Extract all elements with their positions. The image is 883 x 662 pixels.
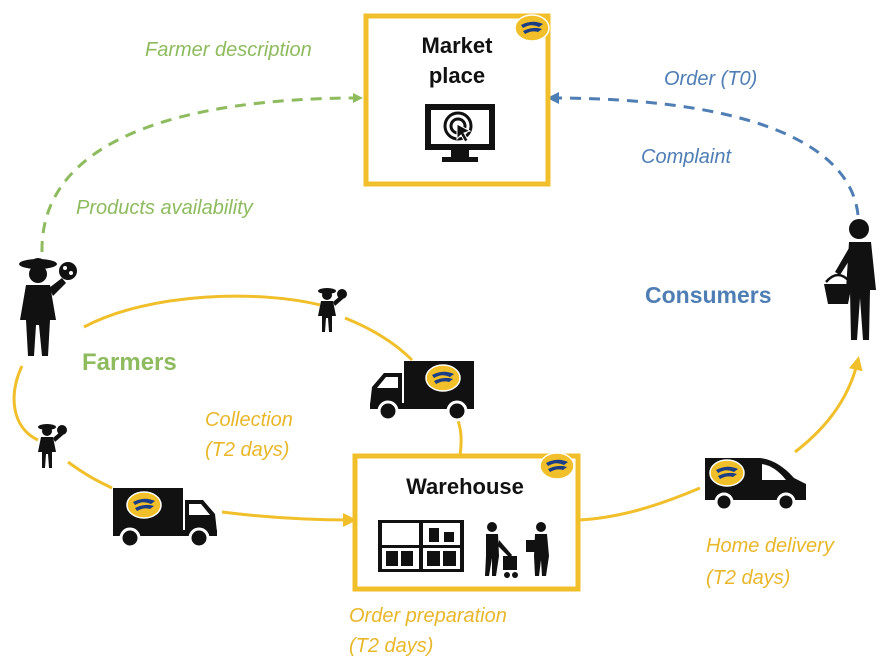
- marketplace-brand-logo-icon: [514, 14, 550, 42]
- collection-truck-bottom-icon: [111, 486, 219, 549]
- warehouse-brand-logo-icon: [539, 452, 575, 480]
- farmer-small-bottom-icon: [38, 424, 67, 468]
- consumer-with-basket-icon: [824, 219, 876, 340]
- collection-loop-upper: [83, 294, 321, 329]
- order-preparation-label-line2: (T2 days): [349, 635, 434, 657]
- collection-loop-lower: [67, 460, 113, 490]
- warehouse-to-van: [577, 486, 701, 522]
- farmer-icon: [19, 258, 77, 356]
- order-label: Order (T0): [664, 68, 758, 90]
- collection-label-line1: Collection: [205, 409, 293, 431]
- consumers-label: Consumers: [645, 282, 772, 308]
- farmers-label: Farmers: [82, 349, 177, 376]
- farmer-small-top-icon: [318, 288, 347, 332]
- blue-flow-arrow: [547, 92, 860, 216]
- warehouse-workers-icon: [485, 522, 549, 578]
- order-preparation-label-line1: Order preparation: [349, 605, 507, 627]
- collection-loop-left: [12, 365, 39, 442]
- farmer-description-label: Farmer description: [145, 39, 312, 61]
- products-availability-label: Products availability: [76, 197, 253, 219]
- marketplace-title-line1: Market: [422, 33, 494, 58]
- home-delivery-label-line2: (T2 days): [706, 567, 791, 589]
- warehouse-title: Warehouse: [406, 474, 524, 499]
- van-to-consumers: [794, 356, 863, 454]
- home-delivery-label-line1: Home delivery: [706, 535, 834, 557]
- monitor-click-icon: [425, 104, 495, 162]
- delivery-van-icon: [705, 458, 806, 512]
- collection-loop-to-truck: [344, 316, 414, 362]
- complaint-label: Complaint: [641, 146, 732, 168]
- truck-to-warehouse: [221, 510, 357, 527]
- marketplace-title-line2: place: [429, 63, 485, 88]
- green-flow-arrow: [40, 93, 363, 253]
- collection-truck-top-icon: [368, 359, 476, 422]
- collection-label-line2: (T2 days): [205, 439, 290, 461]
- warehouse-shelves-icon: [378, 520, 464, 572]
